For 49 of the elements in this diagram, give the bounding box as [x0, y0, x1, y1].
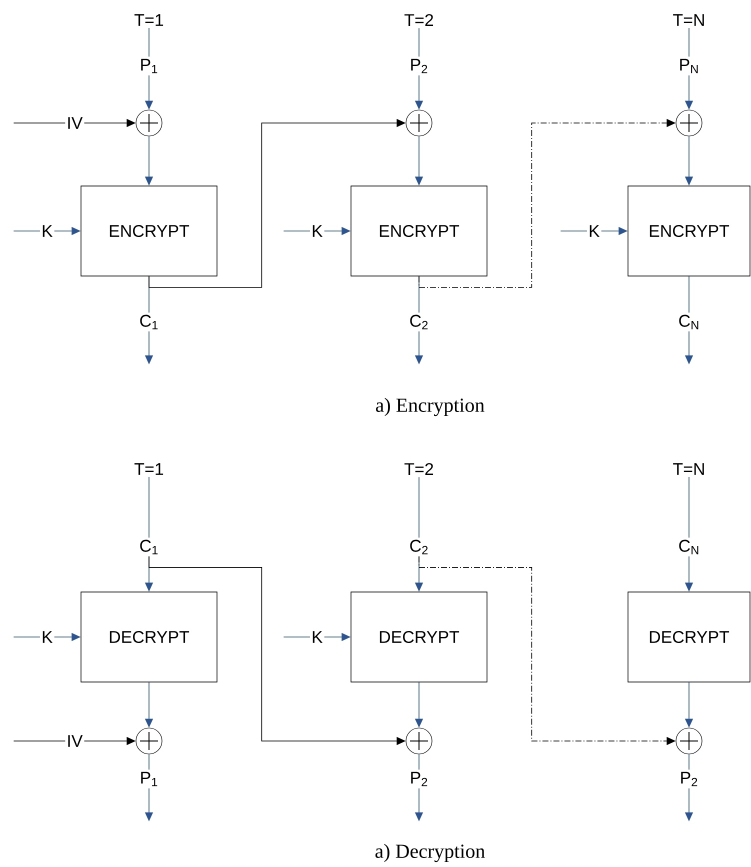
connector-line: [688, 28, 690, 58]
process-box: ENCRYPT: [80, 186, 218, 276]
signal-label: C$_{2}$: [410, 540, 428, 554]
process-box: DECRYPT: [80, 592, 218, 682]
connector-line: [148, 28, 150, 58]
connector-line: [688, 276, 690, 313]
xor-symbol: [676, 728, 702, 754]
process-box: ENCRYPT: [350, 186, 488, 276]
connector-line: [418, 28, 420, 58]
xor-symbol: [136, 110, 162, 136]
edge-label: K: [310, 224, 324, 238]
connector-line: [148, 754, 150, 770]
signal-label: C$_{1}$: [140, 540, 158, 554]
signal-label: C$_{2}$: [410, 314, 428, 330]
edge-label: K: [40, 224, 54, 238]
signal-label: C$_{N}$: [679, 314, 698, 330]
signal-label: T=N: [673, 14, 704, 26]
signal-label: T=N: [673, 463, 704, 475]
connector-line: [148, 476, 150, 538]
connector-line: [688, 754, 690, 770]
edge-label: K: [40, 630, 54, 644]
signal-label: T=1: [134, 14, 164, 26]
xor-symbol: [136, 728, 162, 754]
caption: a) Encryption: [376, 398, 484, 416]
signal-label: P$_{2}$: [681, 772, 698, 786]
signal-label: C$_{N}$: [679, 540, 698, 554]
connector-line: [418, 476, 420, 538]
signal-label: P$_{2}$: [411, 58, 428, 74]
signal-label: P$_{N}$: [680, 58, 698, 74]
signal-label: P$_{2}$: [411, 772, 428, 786]
process-box: DECRYPT: [350, 592, 488, 682]
edge-label: K: [310, 630, 324, 644]
signal-label: P$_{1}$: [141, 58, 158, 74]
signal-label: T=2: [404, 463, 434, 475]
process-box: DECRYPT: [628, 592, 750, 682]
signal-label: C$_{1}$: [140, 314, 158, 330]
signal-label: P$_{1}$: [141, 772, 158, 786]
process-box: ENCRYPT: [628, 186, 750, 276]
signal-label: T=1: [134, 463, 164, 475]
xor-symbol: [406, 110, 432, 136]
caption: a) Decryption: [375, 844, 485, 862]
edge-label: IV: [65, 734, 84, 748]
xor-symbol: [676, 110, 702, 136]
signal-label: T=2: [404, 14, 434, 26]
connector-line: [688, 476, 690, 538]
xor-symbol: [406, 728, 432, 754]
connector-line: [418, 754, 420, 770]
edge-label: IV: [65, 116, 84, 130]
edge-label: K: [586, 224, 602, 238]
